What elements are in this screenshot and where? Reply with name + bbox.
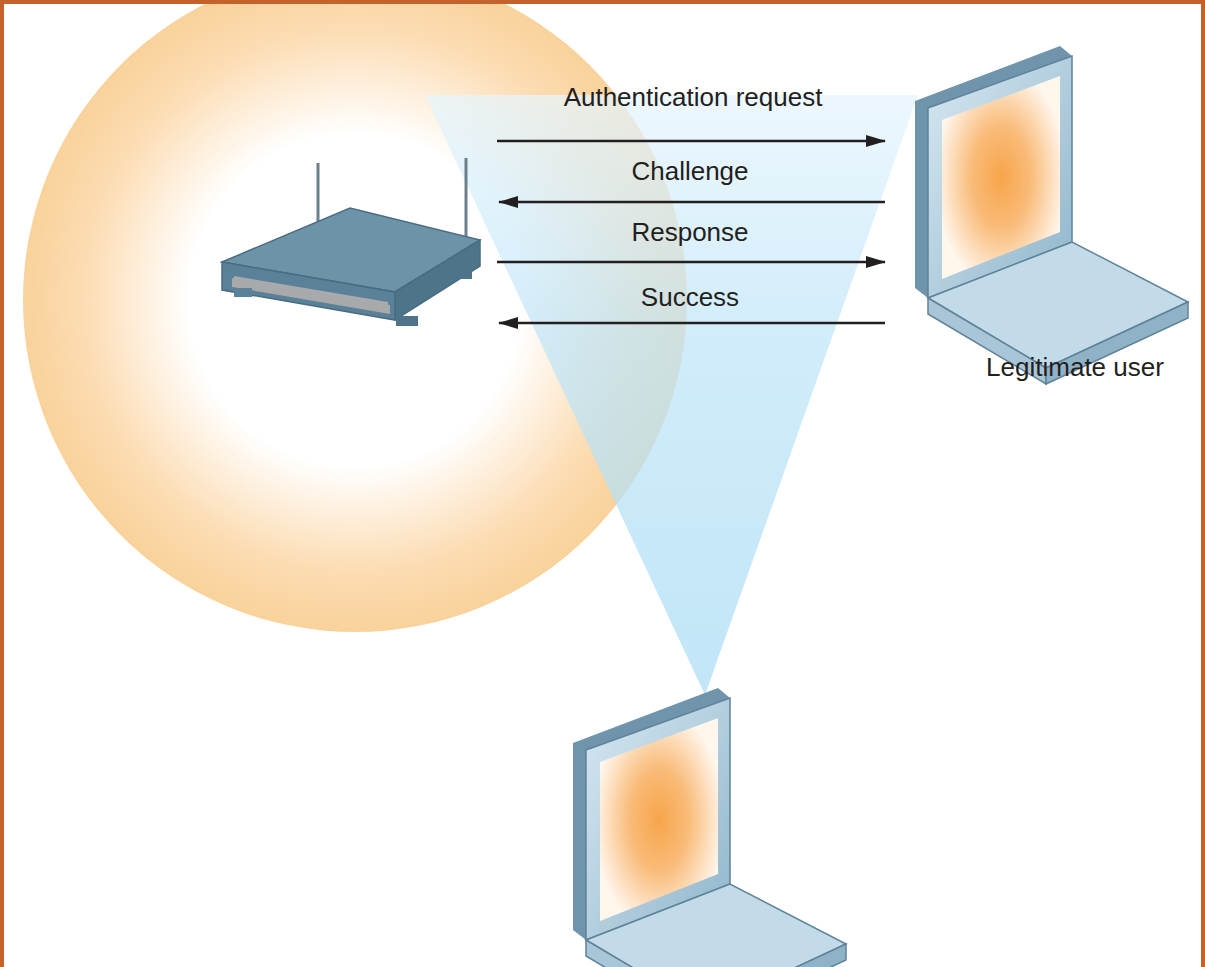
attacker-laptop	[573, 688, 846, 967]
message-label: Authentication request	[564, 82, 823, 113]
message-label: Success	[641, 282, 739, 313]
user-laptop: Legitimate user	[982, 352, 1168, 383]
message-label: Response	[631, 217, 748, 248]
node-label: Legitimate user	[982, 352, 1168, 383]
eavesdrop-beam	[425, 95, 918, 695]
legitimate-laptop	[915, 46, 1188, 384]
message-label: Challenge	[631, 156, 748, 187]
arrows	[497, 141, 885, 323]
access-point	[222, 158, 480, 326]
